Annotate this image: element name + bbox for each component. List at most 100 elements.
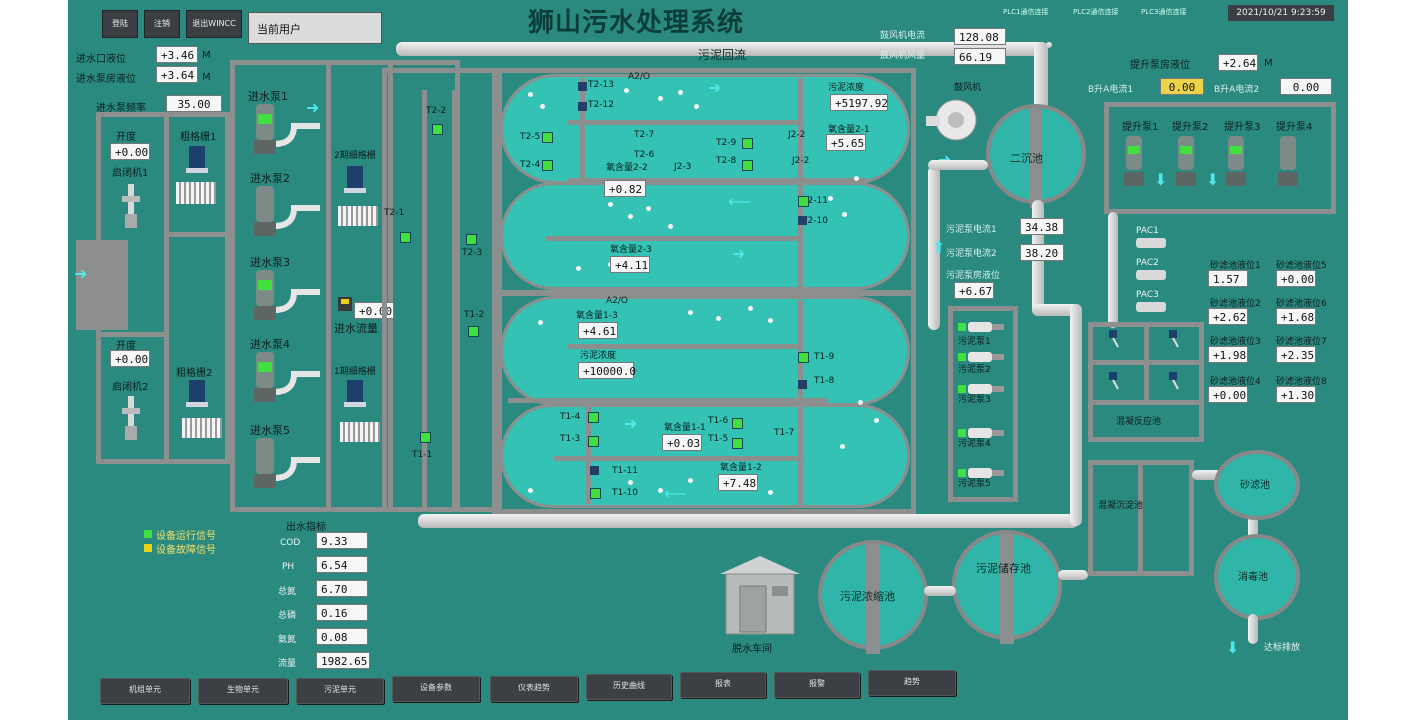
dewatering-house-icon[interactable] bbox=[720, 556, 800, 636]
tp-value: 0.16 bbox=[316, 604, 368, 621]
pipe bbox=[924, 586, 956, 596]
trend-button[interactable]: 趋势 bbox=[868, 670, 956, 696]
gate2-hoist-icon[interactable] bbox=[120, 394, 142, 442]
valve-t2-2-status[interactable] bbox=[432, 124, 443, 135]
logout-button[interactable]: 注销 bbox=[144, 10, 180, 38]
valve-t1-10-status[interactable] bbox=[590, 488, 601, 499]
sludge-unit-button[interactable]: 污泥单元 bbox=[296, 678, 384, 704]
pump2-label: 进水泵2 bbox=[250, 172, 290, 185]
alarm-button[interactable]: 报警 bbox=[774, 672, 860, 698]
valve-label: T1-2 bbox=[464, 310, 485, 320]
return-sludge-label: 污泥回流 bbox=[698, 48, 747, 62]
unit-button[interactable]: 机组单元 bbox=[100, 678, 190, 704]
valve-t2-9-status[interactable] bbox=[742, 138, 753, 149]
inlet-channel bbox=[76, 240, 128, 330]
inlet-pump1-icon[interactable] bbox=[254, 104, 320, 156]
valve-t2-5-status[interactable] bbox=[542, 132, 553, 143]
sludge-pump1-icon[interactable] bbox=[958, 318, 1006, 332]
pump-room-level-value: +3.64 bbox=[156, 66, 198, 83]
valve-t2-11-status[interactable] bbox=[798, 196, 809, 207]
coarse-grid1-motor-icon[interactable] bbox=[186, 146, 208, 174]
valve-t1-3-status[interactable] bbox=[588, 436, 599, 447]
blower-icon[interactable] bbox=[926, 92, 982, 148]
valve-label: J2-2 bbox=[788, 130, 806, 140]
mixer-icon[interactable] bbox=[1106, 372, 1120, 390]
valve-t1-4-status[interactable] bbox=[588, 412, 599, 423]
valve-t2-4-status[interactable] bbox=[542, 160, 553, 171]
exit-wincc-button[interactable]: 退出WINCC bbox=[186, 10, 242, 38]
fine-grid2-label: 2期细格栅 bbox=[334, 151, 376, 161]
fine-grid1-motor-icon[interactable] bbox=[344, 380, 366, 408]
history-curve-button[interactable]: 历史曲线 bbox=[586, 674, 672, 700]
mixer-icon[interactable] bbox=[1106, 330, 1120, 348]
valve-t2-8-status[interactable] bbox=[742, 160, 753, 171]
sludge-pump-current1-value: 34.38 bbox=[1020, 218, 1064, 235]
device-params-button[interactable]: 设备参数 bbox=[392, 676, 480, 702]
secondary-clarifier: 二沉池 bbox=[986, 104, 1086, 208]
inlet-pump4-icon[interactable] bbox=[254, 352, 320, 404]
lift-pump2-icon[interactable] bbox=[1176, 136, 1196, 190]
valve-t2-12-status[interactable] bbox=[578, 102, 587, 111]
instrument-trend-button[interactable]: 仪表趋势 bbox=[490, 676, 578, 702]
valve-t1-9-status[interactable] bbox=[798, 352, 809, 363]
o2-23-value: +4.11 bbox=[610, 256, 650, 273]
baffle bbox=[508, 398, 828, 403]
mixer-icon[interactable] bbox=[1166, 330, 1180, 348]
valve-t2-1-status[interactable] bbox=[400, 232, 411, 243]
inflow-label: 进水流量 bbox=[334, 322, 378, 335]
valve-t1-8-status[interactable] bbox=[798, 380, 807, 389]
pipe bbox=[928, 160, 988, 170]
bio-unit-button[interactable]: 生物单元 bbox=[198, 678, 288, 704]
blower-label: 鼓风机 bbox=[954, 83, 982, 93]
sludge-pump5-icon[interactable] bbox=[958, 464, 1006, 478]
flow-arrow-icon: ⟵ bbox=[664, 484, 687, 503]
fine-grid2-motor-icon[interactable] bbox=[344, 166, 366, 194]
valve-t1-1-status[interactable] bbox=[420, 432, 431, 443]
sand-level5-value: +0.00 bbox=[1276, 270, 1316, 287]
valve-t2-3-status[interactable] bbox=[466, 234, 477, 245]
valve-t1-11-status[interactable] bbox=[590, 466, 599, 475]
valve-t1-6-status[interactable] bbox=[732, 418, 743, 429]
inlet-pump5-icon[interactable] bbox=[254, 438, 320, 490]
sludge-pump3-icon[interactable] bbox=[958, 380, 1006, 394]
sludge-pump2-icon[interactable] bbox=[958, 348, 1006, 362]
pac1-pump-icon[interactable] bbox=[1136, 238, 1166, 248]
ph-label: PH bbox=[282, 562, 295, 572]
valve-t1-5-status[interactable] bbox=[732, 438, 743, 449]
sludge-pump4-label: 污泥泵4 bbox=[958, 439, 991, 449]
flowmeter-icon bbox=[338, 296, 352, 311]
pac2-label: PAC2 bbox=[1136, 258, 1159, 268]
valve-label: T1-1 bbox=[412, 450, 433, 460]
inlet-pump2-icon[interactable] bbox=[254, 186, 320, 238]
current-user-box[interactable]: 当前用户 bbox=[248, 12, 382, 44]
lift-level-unit: M bbox=[1264, 58, 1273, 69]
pump5-label: 进水泵5 bbox=[250, 424, 290, 437]
pipe bbox=[1248, 614, 1258, 644]
down-arrow-icon: ⬇ bbox=[1154, 170, 1168, 189]
hmi-screen: 登陆 注销 退出WINCC 当前用户 狮山污水处理系统 PLC1通信连接 PLC… bbox=[68, 0, 1348, 720]
valve-t1-2-status[interactable] bbox=[468, 326, 479, 337]
lift-pump4-icon[interactable] bbox=[1278, 136, 1298, 190]
fine-grid1-label: 1期细格栅 bbox=[334, 367, 376, 377]
mixer-icon[interactable] bbox=[1166, 372, 1180, 390]
pac3-pump-icon[interactable] bbox=[1136, 302, 1166, 312]
pac2-pump-icon[interactable] bbox=[1136, 270, 1166, 280]
baffle bbox=[568, 120, 804, 125]
pump-room-level-label: 进水泵房液位 bbox=[76, 74, 136, 85]
sludge-pump4-icon[interactable] bbox=[958, 424, 1006, 438]
lift-pump1-icon[interactable] bbox=[1124, 136, 1144, 190]
valve-t2-10-status[interactable] bbox=[798, 216, 807, 225]
datetime-display: 2021/10/21 9:23:59 bbox=[1228, 5, 1334, 21]
sand-level3-value: +1.98 bbox=[1208, 346, 1248, 363]
down-arrow-icon: ⬇ bbox=[1206, 170, 1220, 189]
pipe bbox=[1032, 304, 1082, 316]
inlet-pump3-icon[interactable] bbox=[254, 270, 320, 322]
gate1-hoist-icon[interactable] bbox=[120, 182, 142, 230]
valve-label: T1-10 bbox=[612, 488, 638, 498]
sand-level7-label: 砂滤池液位7 bbox=[1276, 337, 1327, 347]
coarse-grid2-motor-icon[interactable] bbox=[186, 380, 208, 408]
valve-t2-13-status[interactable] bbox=[578, 82, 587, 91]
report-button[interactable]: 报表 bbox=[680, 672, 766, 698]
lift-pump3-icon[interactable] bbox=[1226, 136, 1246, 190]
login-button[interactable]: 登陆 bbox=[102, 10, 138, 38]
